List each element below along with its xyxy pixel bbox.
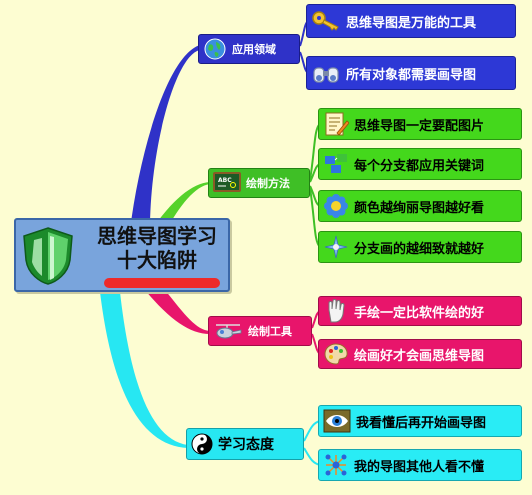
yin-yang-icon	[191, 433, 213, 455]
branch-drawing-method[interactable]: ABC 绘制方法	[208, 168, 310, 198]
leaf-label: 手绘一定比软件绘的好	[354, 305, 485, 321]
central-topic-underline	[104, 278, 220, 288]
shield-icon	[23, 227, 73, 285]
notepad-icon	[323, 111, 349, 137]
branch-label: 应用领域	[232, 43, 276, 56]
connector-branch-3	[145, 290, 210, 334]
leaf-label: 思维导图是万能的工具	[346, 15, 477, 31]
helicopter-icon	[213, 321, 243, 341]
connector-branch-1	[130, 45, 200, 230]
svg-text:ABC: ABC	[218, 177, 232, 184]
key-icon	[311, 9, 341, 33]
branch-drawing-tools[interactable]: 绘制工具	[208, 316, 312, 346]
glove-icon	[323, 298, 349, 324]
eye-icon	[323, 409, 351, 433]
network-icon	[323, 452, 349, 478]
leaf-all-objects[interactable]: 所有对象都需要画导图	[306, 56, 516, 90]
blackboard-icon: ABC	[213, 171, 241, 195]
binoculars-icon	[311, 60, 341, 86]
leaf-understand-first[interactable]: 我看懂后再开始画导图	[318, 405, 522, 437]
central-topic-line-1: 思维导图学习	[97, 224, 217, 248]
leaf-keywords-every-branch[interactable]: 每个分支都应用关键词	[318, 148, 522, 180]
branch-label: 绘制方法	[246, 177, 290, 190]
leaf-label: 思维导图一定要配图片	[354, 118, 485, 134]
leaf-label: 我看懂后再开始画导图	[356, 415, 487, 431]
leaf-hand-drawing-better[interactable]: 手绘一定比软件绘的好	[318, 296, 522, 326]
leaf-must-use-pictures[interactable]: 思维导图一定要配图片	[318, 108, 522, 140]
leaf-brighter-colors[interactable]: 颜色越绚丽导图越好看	[318, 190, 522, 222]
leaf-label: 分支画的越细致就越好	[354, 241, 485, 257]
blocks-icon	[323, 152, 349, 176]
leaf-label: 颜色越绚丽导图越好看	[354, 200, 485, 216]
leaf-good-at-drawing[interactable]: 绘画好才会画思维导图	[318, 339, 522, 369]
palette-icon	[323, 342, 349, 366]
central-topic-line-2: 十大陷阱	[117, 248, 197, 272]
globe-icon	[203, 37, 227, 61]
leaf-more-detail-better[interactable]: 分支画的越细致就越好	[318, 231, 522, 263]
leaf-universal-tool[interactable]: 思维导图是万能的工具	[306, 4, 516, 38]
branch-application-field[interactable]: 应用领域	[198, 34, 300, 64]
leaf-others-cant-understand[interactable]: 我的导图其他人看不懂	[318, 449, 522, 481]
branch-label: 学习态度	[218, 437, 274, 453]
leaf-label: 绘画好才会画思维导图	[354, 348, 485, 364]
central-topic[interactable]: 思维导图学习 十大陷阱	[14, 218, 230, 292]
branch-learning-attitude[interactable]: 学习态度	[186, 428, 304, 460]
leaf-label: 所有对象都需要画导图	[346, 67, 477, 83]
branch-label: 绘制工具	[248, 325, 292, 338]
leaf-label: 我的导图其他人看不懂	[354, 459, 485, 475]
sparkle-icon	[323, 234, 349, 260]
leaf-label: 每个分支都应用关键词	[354, 158, 485, 174]
flower-icon	[323, 193, 349, 219]
connector-branch-4	[100, 292, 188, 448]
central-topic-title: 思维导图学习 十大陷阱	[86, 224, 228, 272]
